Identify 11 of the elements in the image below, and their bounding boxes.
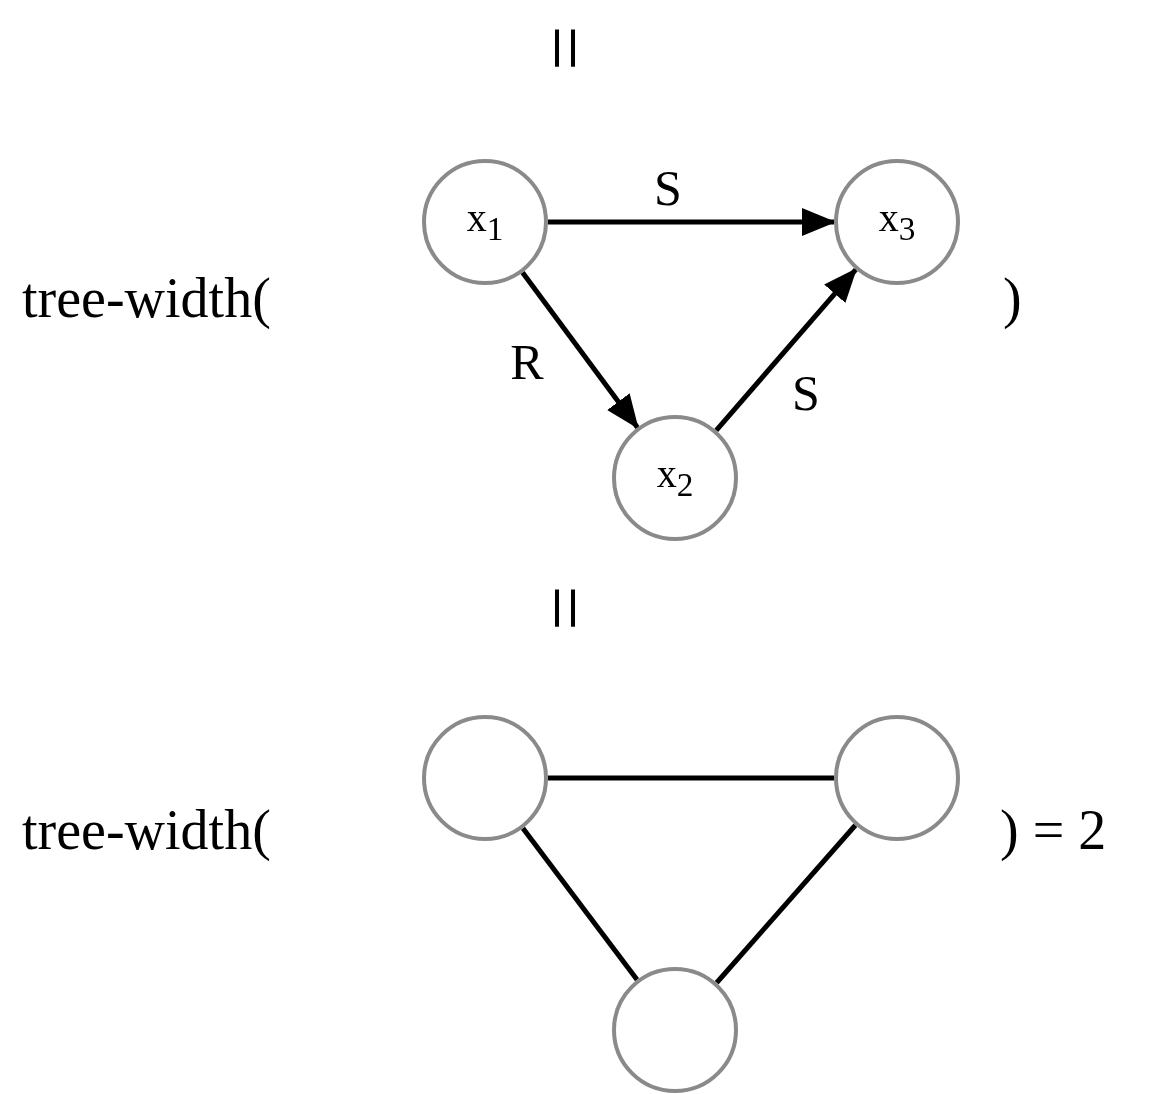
connector-line <box>548 775 834 781</box>
variable-node: x$_{2}$ <box>612 415 738 541</box>
arrow <box>548 208 836 236</box>
arrow <box>520 271 640 429</box>
connector-line <box>520 826 640 982</box>
connector-line <box>714 823 858 985</box>
variable-node: x$_{3}$ <box>834 159 960 285</box>
arrow <box>714 267 858 433</box>
equals-sign: = <box>525 585 605 631</box>
equals-sign: = <box>525 25 605 71</box>
variable-node: x$_{1}$ <box>422 159 548 285</box>
